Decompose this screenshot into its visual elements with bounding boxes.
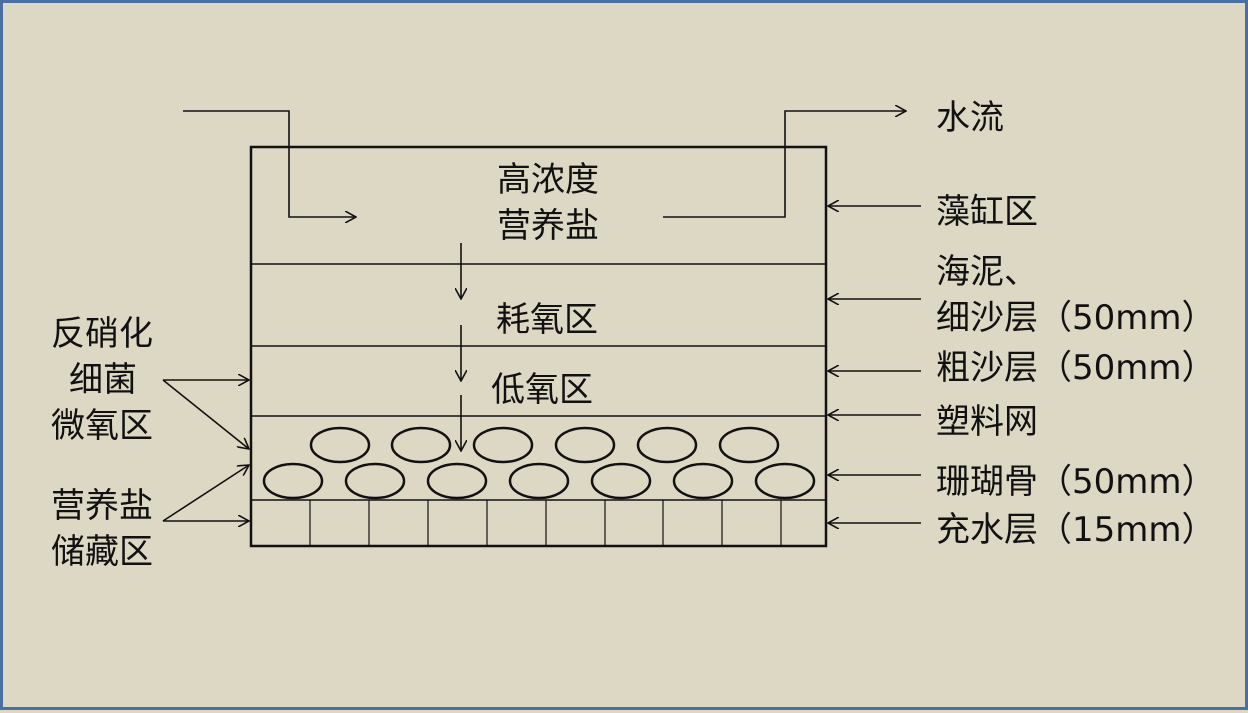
coral-piece: [636, 426, 698, 464]
coral-bone-pieces: [262, 426, 816, 500]
nutrient-storage-label: 营养盐 储藏区: [51, 483, 153, 575]
coral-piece: [309, 426, 371, 464]
coral-piece: [718, 426, 780, 464]
coral-piece: [554, 426, 616, 464]
coral-piece: [672, 462, 734, 500]
coral-piece: [426, 462, 488, 500]
coral-piece: [262, 462, 324, 500]
high-nutrient-label: 高浓度 营养盐: [473, 157, 623, 249]
water-layer-label: 充水层（15mm）: [936, 510, 1216, 550]
tank-diagram: [162, 3, 921, 548]
left-pointer-arrows: [162, 379, 249, 522]
water-layer-grid: [309, 500, 782, 546]
denitrify-line3: 微氧区: [51, 406, 153, 446]
coarse-sand-label: 粗沙层（50mm）: [936, 348, 1216, 388]
coral-piece: [390, 426, 452, 464]
high-nutrient-line2: 营养盐: [497, 206, 599, 246]
storage-line1: 营养盐: [51, 486, 153, 526]
pointer-storage-a: [162, 465, 249, 522]
low-oxygen-label: 低氧区: [491, 370, 593, 410]
mud-sand-label: 海泥、 细沙层（50mm）: [936, 249, 1216, 341]
coral-piece: [590, 462, 652, 500]
denitrify-line2: 细菌: [69, 360, 137, 400]
coral-bone-label: 珊瑚骨（50mm）: [936, 462, 1216, 502]
plastic-net-label: 塑料网: [936, 402, 1038, 442]
coral-piece: [472, 426, 534, 464]
coral-piece: [508, 462, 570, 500]
algae-zone-label: 藻缸区: [936, 192, 1038, 232]
coral-piece: [754, 462, 816, 500]
right-pointer-arrows: [828, 206, 921, 523]
pointer-denitrify-b: [162, 379, 249, 449]
denitrify-line1: 反硝化: [51, 314, 153, 354]
mud-sand-line2: 细沙层（50mm）: [936, 298, 1216, 338]
high-nutrient-line1: 高浓度: [497, 160, 599, 200]
water-inflow-arrow: [183, 110, 356, 217]
water-flow-label: 水流: [936, 98, 1004, 138]
denitrify-label: 反硝化 细菌 微氧区: [51, 311, 153, 449]
mud-sand-line1: 海泥、: [936, 252, 1038, 292]
oxygen-consume-label: 耗氧区: [496, 300, 598, 340]
water-outflow-arrow: [663, 111, 906, 218]
coral-piece: [344, 462, 406, 500]
storage-line2: 储藏区: [51, 532, 153, 572]
